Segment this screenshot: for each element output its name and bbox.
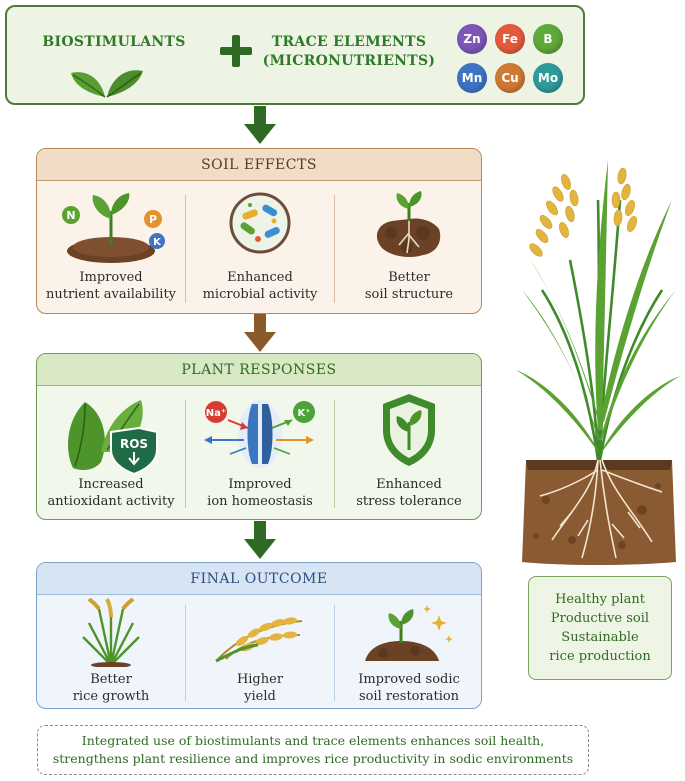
element-badge-fe: Fe [495,24,525,54]
conclusion-line2: strengthens plant resilience and improve… [52,751,574,766]
rice-grain-icon [215,617,303,663]
plant-item-line2: antioxidant activity [47,494,175,509]
plant-item-line1: Improved [228,477,292,492]
trace-elements-line1: TRACE ELEMENTS [271,34,427,50]
plant-item-line2: stress tolerance [356,494,462,509]
biostimulants-label: BIOSTIMULANTS [42,34,186,50]
plant-item-line1: Increased [78,477,144,492]
badge-k: K [153,237,162,248]
rice-plant-icon [82,597,140,667]
soil-nutrients-icon: N P K [62,193,165,263]
divider [185,195,186,303]
element-badge-cu: Cu [495,63,525,93]
soil-item-line1: Enhanced [227,270,293,285]
divider [185,400,186,508]
rice-plant-illustration [516,160,680,565]
final-item-line1: Better [90,672,132,687]
trace-elements-line2: (MICRONUTRIENTS) [262,53,436,69]
final-outcome-section: FINAL OUTCOME Better rice growth [36,562,482,709]
divider [185,605,186,701]
element-badge-zn: Zn [457,24,487,54]
summary-line: Productive soil [550,611,650,626]
soil-roots-icon [376,191,441,257]
final-item-line2: soil restoration [358,689,460,704]
final-outcome-title: FINAL OUTCOME [37,563,481,595]
ion-na: Na⁺ [206,408,226,419]
inputs-box: BIOSTIMULANTS TRACE ELEMENTS (MICRONUTRI… [5,5,585,105]
divider [334,605,335,701]
down-arrow-2 [244,314,276,352]
leaves-icon [71,70,143,98]
final-item-line1: Improved sodic [358,672,460,687]
divider [334,195,335,303]
plant-shield-icon [383,394,435,466]
soil-item-line1: Better [388,270,430,285]
soil-item-line2: microbial activity [202,287,318,302]
soil-effects-title: SOIL EFFECTS [37,149,481,181]
soil-item-line1: Improved [79,270,143,285]
final-item-line2: yield [244,689,276,704]
plant-responses-section: PLANT RESPONSES ROS Increased antioxidan… [36,353,482,520]
microbe-dish-icon [229,192,291,254]
leaf-ros-shield-icon: ROS [68,400,158,474]
final-item-line1: Higher [236,672,284,687]
down-arrow-3 [244,521,276,559]
summary-line: Healthy plant [555,592,645,607]
summary-line: rice production [549,649,651,664]
soil-item-line2: soil structure [364,287,454,302]
element-badge-mo: Mo [533,63,563,93]
element-badge-mn: Mn [457,63,487,93]
final-item-line2: rice growth [72,689,150,704]
plant-item-line2: ion homeostasis [207,494,313,509]
summary-box: Healthy plant Productive soil Sustainabl… [528,576,672,680]
ion-channel-icon: Na⁺ K⁺ [204,400,315,468]
badge-p: P [149,213,157,226]
conclusion-box: Integrated use of biostimulants and trac… [37,725,589,775]
plus-icon [220,35,252,67]
ion-k: K⁺ [297,408,310,419]
plant-item-line1: Enhanced [376,477,442,492]
sprout-soil-icon [365,605,453,661]
trace-elements-label: TRACE ELEMENTS (MICRONUTRIENTS) [259,33,439,71]
conclusion-line1: Integrated use of biostimulants and trac… [81,733,545,748]
element-badge-b: B [533,24,563,54]
summary-line: Sustainable [561,630,639,645]
ros-badge: ROS [120,437,148,451]
badge-n: N [66,209,75,222]
plant-responses-title: PLANT RESPONSES [37,354,481,386]
divider [334,400,335,508]
down-arrow-1 [244,106,276,144]
soil-effects-section: SOIL EFFECTS N P K Improved nutrient ava… [36,148,482,314]
soil-item-line2: nutrient availability [45,287,177,302]
